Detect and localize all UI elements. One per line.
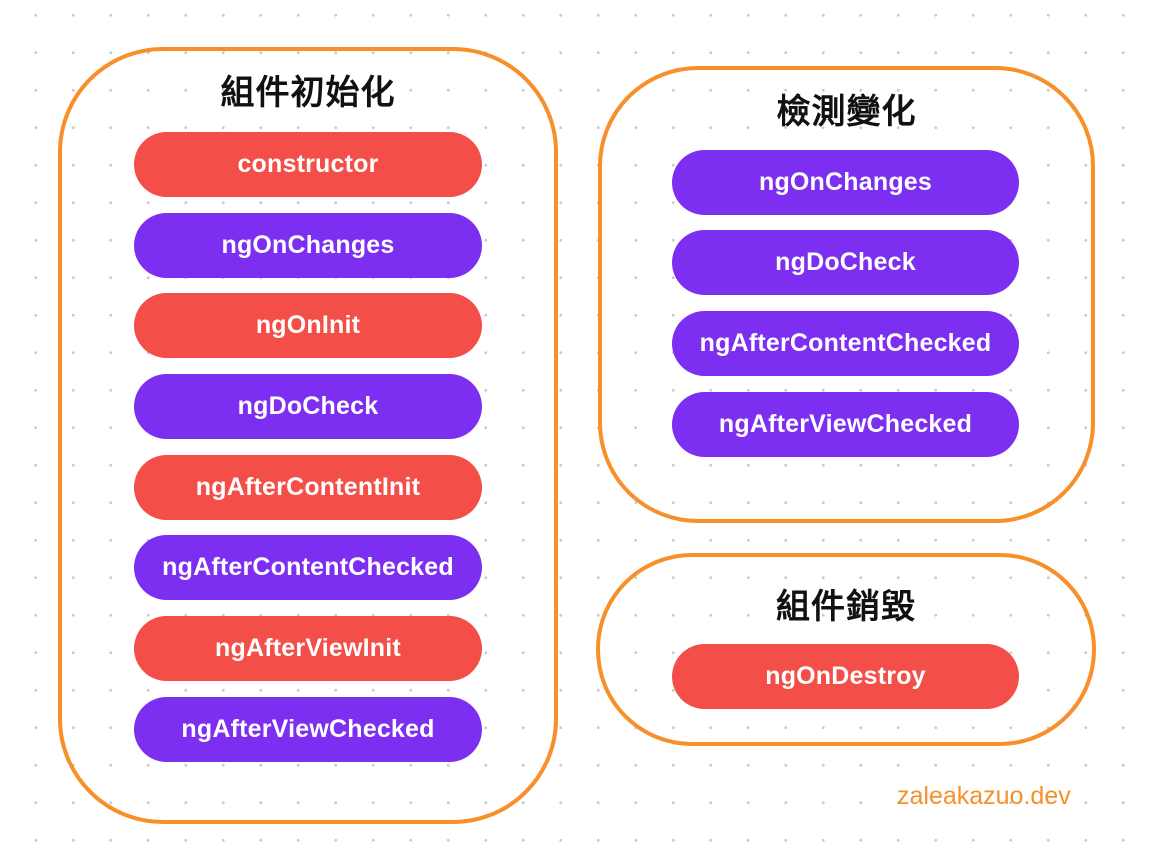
hook-ngaftercontentchecked: ngAfterContentChecked [672, 311, 1019, 376]
hook-ngaftercontentchecked: ngAfterContentChecked [134, 535, 482, 600]
hook-ngaftercontentinit: ngAfterContentInit [134, 455, 482, 520]
hook-ngondestroy: ngOnDestroy [672, 644, 1019, 709]
group-title: 組件初始化 [220, 73, 396, 113]
hook-ngonchanges: ngOnChanges [134, 213, 482, 278]
hook-ngdocheck: ngDoCheck [672, 230, 1019, 295]
group-component-destroy: 組件銷毀 [596, 553, 1096, 746]
group-change-detection: 檢測變化 [598, 66, 1095, 523]
hook-ngonchanges: ngOnChanges [672, 150, 1019, 215]
hook-constructor: constructor [134, 132, 482, 197]
hook-ngafterviewinit: ngAfterViewInit [134, 616, 482, 681]
hook-ngafterviewchecked: ngAfterViewChecked [672, 392, 1019, 457]
group-title: 檢測變化 [776, 92, 917, 132]
hook-ngoninit: ngOnInit [134, 293, 482, 358]
hook-ngafterviewchecked: ngAfterViewChecked [134, 697, 482, 762]
group-component-init: 組件初始化 [58, 47, 558, 824]
watermark: zaleakazuo.dev [897, 782, 1071, 810]
hook-ngdocheck: ngDoCheck [134, 374, 482, 439]
group-title: 組件銷毀 [776, 587, 916, 627]
